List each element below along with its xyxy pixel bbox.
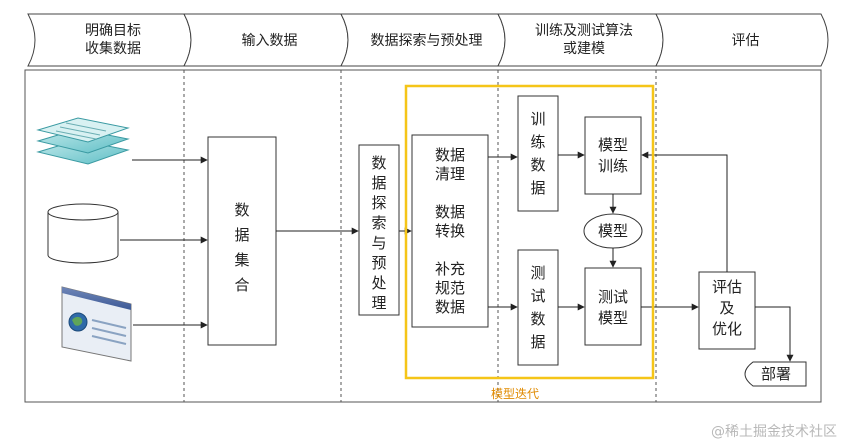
watermark: @稀土掘金技术社区	[711, 424, 837, 440]
documents-icon	[36, 117, 130, 165]
header-stage-label: 训练及测试算法或建模	[535, 23, 633, 57]
column-separators	[183, 70, 657, 402]
test-data-label: 测试数据	[530, 264, 545, 351]
explore-label: 数据探索与预处理	[371, 154, 386, 312]
model-label: 模型	[598, 222, 628, 240]
deploy-label: 部署	[761, 365, 791, 383]
database-icon	[47, 203, 119, 264]
header-stage-label: 数据探索与预处理	[371, 32, 483, 49]
train-data-label: 训练数据	[530, 110, 545, 197]
model-test-label: 测试模型	[598, 288, 628, 327]
header-stage-1	[27, 13, 192, 67]
train-data-box	[517, 95, 559, 212]
explore-box	[358, 144, 400, 316]
header-stage-4	[497, 13, 664, 67]
header-stage-label: 输入数据	[242, 33, 298, 49]
clean-box	[411, 134, 489, 328]
webpage-icon	[61, 286, 132, 362]
flow-arrows	[120, 151, 794, 362]
dataset-box	[207, 136, 277, 346]
deploy-node	[744, 361, 807, 387]
model-train-box	[584, 116, 642, 195]
outer-frame	[24, 69, 822, 403]
evaluate-label: 评估及优化	[712, 278, 742, 338]
evaluate-box	[698, 271, 756, 350]
header-stage-label: 明确目标收集数据	[85, 23, 141, 57]
model-train-label: 模型训练	[598, 136, 628, 175]
header-bar: 明确目标收集数据 输入数据 数据探索与预处理 训练及测试算法或建模 评估	[27, 13, 829, 67]
model-iteration-frame	[404, 84, 655, 380]
dataset-label: 数据集合	[234, 201, 249, 294]
header-stage-label: 评估	[732, 33, 760, 49]
header-stage-5	[655, 13, 829, 67]
clean-label: 数据清理数据转换补充规范数据	[435, 146, 465, 316]
model-iteration-label: 模型迭代	[491, 387, 539, 401]
model-test-box	[584, 267, 642, 346]
test-data-box	[517, 249, 559, 366]
